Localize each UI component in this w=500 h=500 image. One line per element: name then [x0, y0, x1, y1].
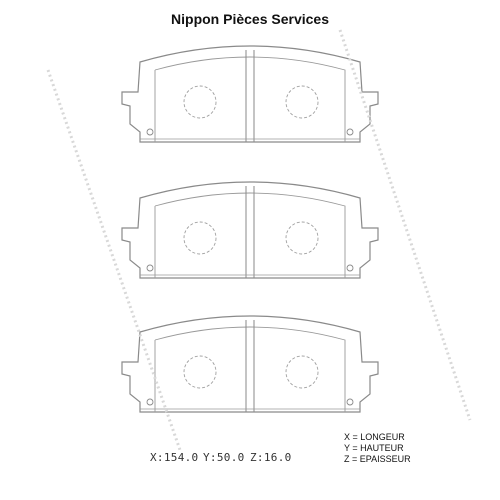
brake-pad-2	[121, 181, 379, 279]
dimension-x: X:154.0	[150, 451, 199, 464]
brake-pad-1	[121, 45, 379, 143]
brand-title: Nippon Pièces Services	[171, 11, 329, 27]
watermark	[46, 29, 472, 451]
dimension-legend: X = LONGEUR Y = HAUTEUR Z = EPAISSEUR	[344, 432, 411, 465]
legend-x: X = LONGEUR	[344, 432, 405, 442]
legend-y: Y = HAUTEUR	[344, 443, 404, 453]
dimension-z: Z:16.0	[250, 451, 292, 464]
legend-z: Z = EPAISSEUR	[344, 454, 411, 464]
dimension-y: Y:50.0	[203, 451, 245, 464]
